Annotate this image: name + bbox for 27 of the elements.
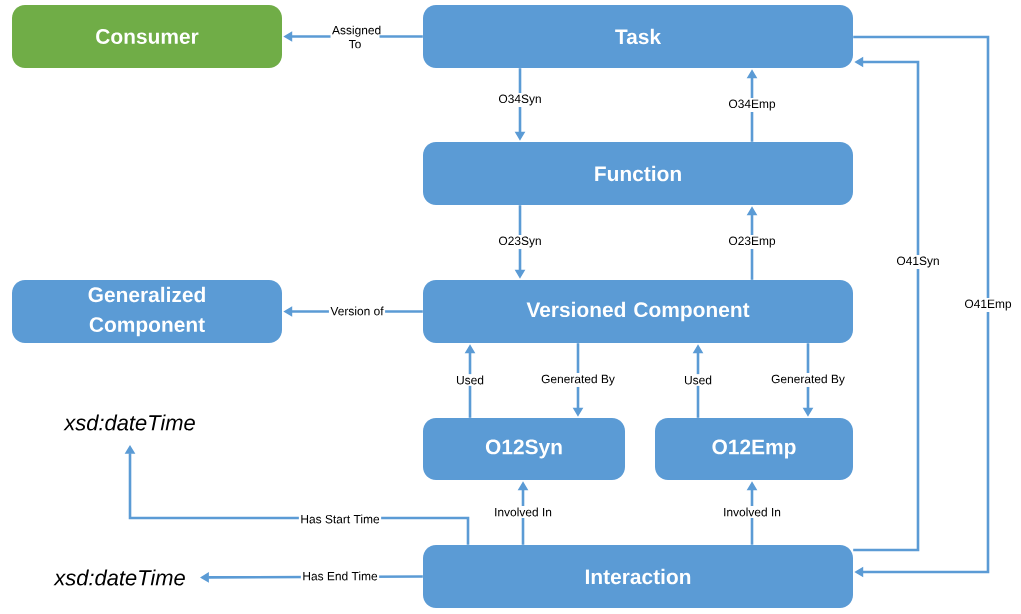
edge-label: O34Emp <box>726 98 778 112</box>
concept-box: Task <box>423 5 853 68</box>
edge-label: Involved In <box>492 506 554 518</box>
edge-label: O41Syn <box>894 255 942 269</box>
concept-box: Interaction <box>423 545 853 608</box>
edge-label: O23Syn <box>496 235 544 249</box>
edge-label: Has End Time <box>300 570 380 582</box>
edge-label: Assigned To <box>330 24 381 50</box>
edge-label: O34Syn <box>496 93 544 107</box>
datatype-label: xsd:dateTime <box>53 569 185 586</box>
edge-label: Has Start Time <box>298 513 382 525</box>
concept-box: Function <box>423 142 853 205</box>
edge-label: Generated By <box>539 372 617 388</box>
concept-box: Versioned Component <box>423 280 853 343</box>
edge-label: Version of <box>328 305 386 317</box>
concept-box: O12Emp <box>655 418 853 480</box>
concept-box: Consumer <box>12 5 282 68</box>
arrow <box>853 35 990 578</box>
edge-label: O23Emp <box>726 235 778 249</box>
concept-box: O12Syn <box>423 418 625 480</box>
edge-label: Generated By <box>769 372 847 388</box>
edge-label: Used <box>454 374 486 386</box>
concept-box: Generalized Component <box>12 280 282 343</box>
edge-label: Used <box>682 374 714 386</box>
edge-label: Involved In <box>721 506 783 518</box>
datatype-label: xsd:dateTime <box>63 414 195 431</box>
edge-label: O41Emp <box>962 298 1014 312</box>
